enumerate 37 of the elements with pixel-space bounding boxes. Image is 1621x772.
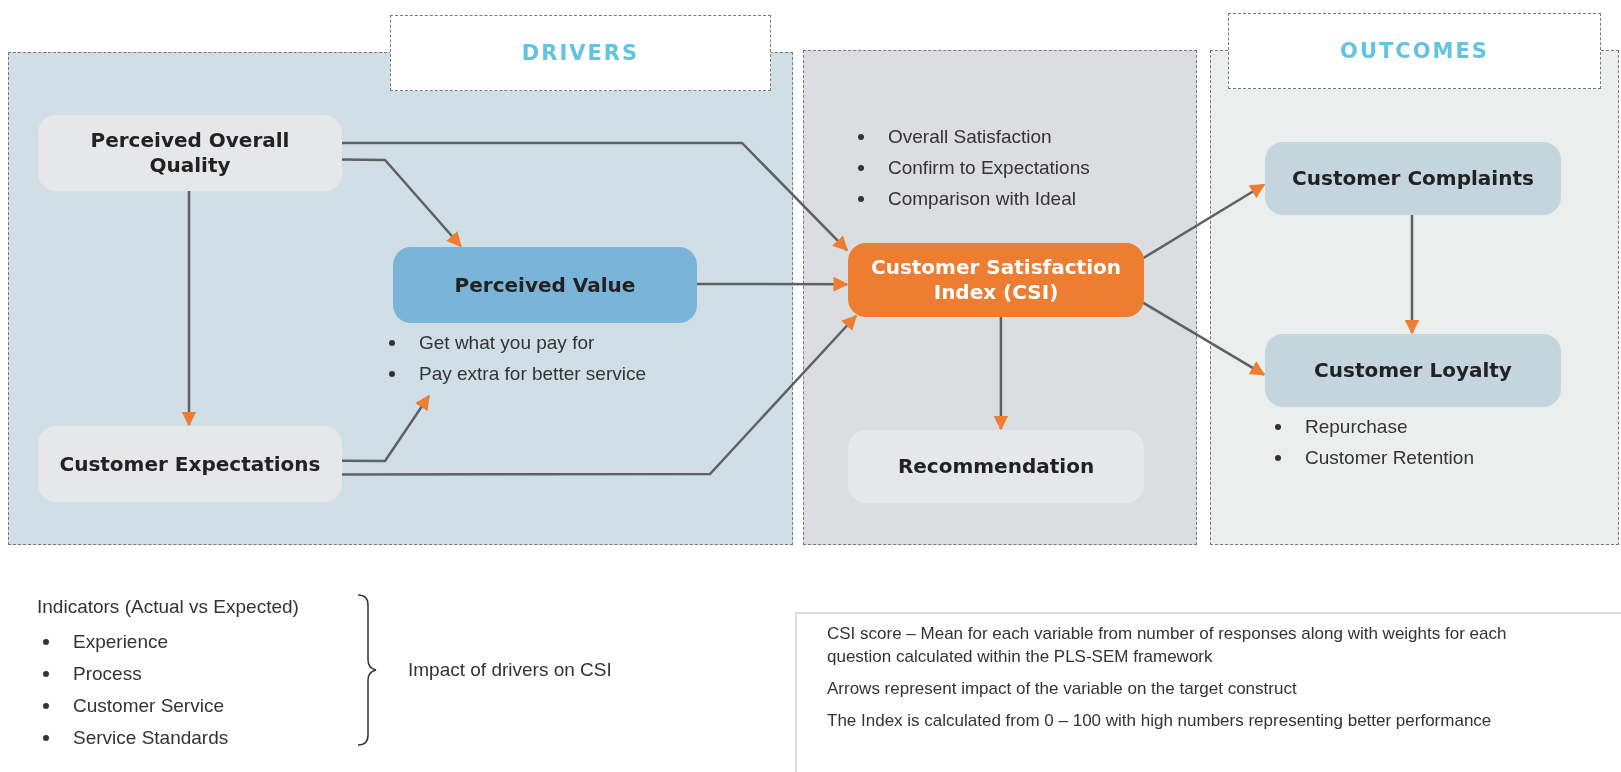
arrow <box>1404 214 1420 335</box>
arrow <box>181 190 197 427</box>
bullet-item: Customer Service <box>65 690 229 722</box>
bullet-item: Comparison with Ideal <box>880 183 1090 214</box>
list-heading: Indicators (Actual vs Expected) <box>37 596 299 618</box>
bullet-item: Pay extra for better service <box>411 358 647 389</box>
arrow <box>341 141 849 252</box>
bullet-item: Confirm to Expectations <box>880 152 1090 183</box>
process-box: Recommendation <box>848 430 1144 503</box>
group-panel <box>803 50 1197 545</box>
note-text: CSI score – Mean for each variable from number of responses along with weights for each question calculated within the PLS-SEM framework <box>827 623 1508 668</box>
bullet-item: Overall Satisfaction <box>880 121 1090 152</box>
process-box: Perceived Value <box>393 247 697 323</box>
bullet-item: Service Standards <box>65 722 229 754</box>
bullet-item: Get what you pay for <box>411 327 647 358</box>
process-box: Customer Loyalty <box>1265 334 1561 407</box>
bullet-item: Process <box>65 658 229 690</box>
arrow <box>696 276 849 292</box>
process-box: Customer Satisfaction Index (CSI) <box>848 243 1144 317</box>
bullet-item: Repurchase <box>1297 411 1474 442</box>
arrow <box>341 394 430 463</box>
process-box: Customer Complaints <box>1265 142 1561 215</box>
note-panel <box>795 612 1621 772</box>
arrow <box>1142 301 1266 376</box>
arrow <box>993 316 1009 431</box>
arrow <box>341 158 462 248</box>
process-box: Perceived Overall Quality <box>38 115 342 191</box>
arrow <box>1142 183 1266 260</box>
bullet-item: Experience <box>65 626 229 658</box>
process-box: Customer Expectations <box>38 426 342 502</box>
bullet-item: Customer Retention <box>1297 442 1474 473</box>
brace-label: Impact of drivers on CSI <box>408 659 612 681</box>
note-text: Arrows represent impact of the variable on the target construct <box>827 678 1298 700</box>
section-heading: DRIVERS <box>390 15 771 91</box>
note-text: The Index is calculated from 0 – 100 with high numbers representing better performance <box>827 710 1493 732</box>
arrow <box>341 314 857 476</box>
section-heading: OUTCOMES <box>1228 13 1601 89</box>
